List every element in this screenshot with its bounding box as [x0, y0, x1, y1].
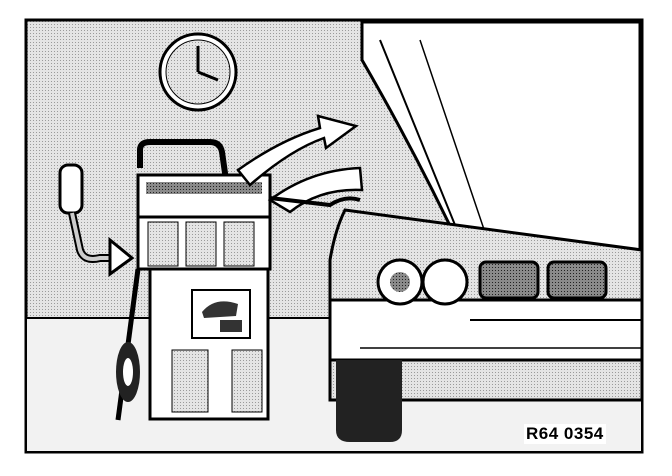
hose-handset: [58, 163, 135, 277]
clock-icon: [158, 32, 238, 112]
arrows-to-car: [236, 114, 364, 214]
figure-code: R64 0354: [524, 424, 606, 444]
ac-service-station: [115, 139, 272, 421]
car-front-open-hood: [328, 20, 644, 442]
